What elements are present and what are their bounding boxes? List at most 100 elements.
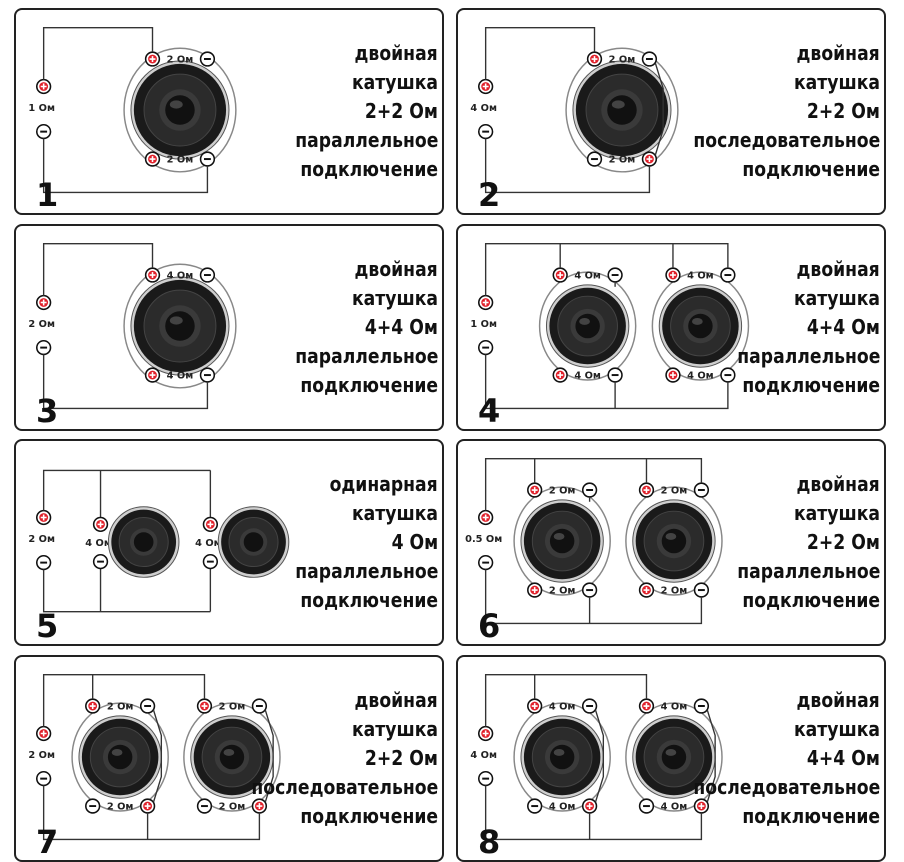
speaker-1-icon	[513, 702, 611, 812]
speaker-2-bottom-minus-terminal-icon	[638, 798, 655, 814]
description-line: катушка	[793, 70, 880, 94]
speaker-2-impedance-label: 4 Ом	[195, 538, 222, 549]
speaker-2-top-plus-terminal-icon	[196, 698, 213, 714]
speaker-1-top-coil-label: 2 Ом	[609, 54, 636, 65]
description-line: последовательное	[693, 775, 880, 799]
speaker-1-icon	[538, 271, 637, 381]
speaker-1-minus-terminal-icon	[92, 553, 109, 570]
speaker-1-bottom-minus-terminal-icon	[199, 151, 216, 167]
wiring-schematic: 0.5 Ом2 Ом2 Ом2 Ом2 Ом	[465, 457, 723, 625]
output-impedance-label: 2 Ом	[28, 319, 55, 330]
description-line: двойная	[796, 688, 880, 712]
speaker-1-impedance-label: 4 Ом	[85, 538, 112, 549]
speaker-1-icon	[513, 486, 611, 596]
output-impedance-label: 1 Ом	[470, 319, 497, 330]
description-line: двойная	[796, 41, 880, 65]
wiring-schematic: 4 Ом4 Ом4 Ом4 Ом4 Ом	[470, 673, 723, 841]
speaker-1-top-coil-label: 4 Ом	[549, 701, 576, 712]
speaker-1-bottom-coil-label: 4 Ом	[549, 801, 576, 812]
output-plus-terminal-icon	[36, 294, 52, 311]
panel-number: 7	[36, 823, 59, 861]
speaker-2-top-minus-terminal-icon	[693, 482, 710, 498]
description-line: подключение	[300, 804, 438, 828]
description-line: двойная	[796, 257, 880, 281]
speaker-2-minus-terminal-icon	[202, 553, 219, 570]
panel-number: 1	[36, 176, 59, 214]
output-minus-terminal-icon	[36, 554, 52, 571]
speaker-1-top-plus-terminal-icon	[527, 482, 543, 498]
description-line: двойная	[354, 688, 438, 712]
speaker-1-bottom-coil-label: 4 Ом	[167, 370, 194, 381]
description-line: подключение	[300, 157, 438, 181]
wiring-schematic: 4 Ом2 Ом2 Ом	[470, 26, 679, 194]
output-impedance-label: 4 Ом	[470, 750, 497, 761]
speaker-2-top-coil-label: 2 Ом	[661, 485, 688, 496]
speaker-1-bottom-coil-label: 2 Ом	[167, 154, 194, 165]
speaker-1-icon	[565, 47, 679, 173]
speaker-1-top-plus-terminal-icon	[527, 698, 543, 714]
output-plus-terminal-icon	[478, 725, 494, 742]
panel-number: 5	[36, 607, 59, 645]
description-line: одинарная	[329, 472, 438, 496]
description-line: параллельное	[294, 559, 438, 583]
output-impedance-label: 2 Ом	[28, 534, 55, 545]
description-line: катушка	[351, 717, 438, 741]
wiring-schematic: 1 Ом2 Ом2 Ом	[28, 26, 237, 194]
speaker-1-icon	[123, 47, 237, 173]
speaker-1-bottom-minus-terminal-icon	[85, 798, 101, 814]
speaker-2-icon	[651, 271, 750, 381]
speaker-2-icon	[625, 486, 723, 596]
output-impedance-label: 4 Ом	[470, 103, 497, 114]
speaker-1-bottom-plus-terminal-icon	[527, 582, 543, 598]
speaker-1-top-minus-terminal-icon	[199, 51, 216, 67]
output-minus-terminal-icon	[478, 339, 494, 356]
wiring-schematic: 2 Ом4 Ом4 Ом	[28, 242, 237, 410]
speaker-2-bottom-coil-label: 2 Ом	[661, 585, 688, 596]
description-line: подключение	[300, 373, 438, 397]
output-plus-terminal-icon	[36, 725, 52, 742]
speaker-1-top-plus-terminal-icon	[586, 51, 603, 67]
output-minus-terminal-icon	[478, 554, 494, 571]
speaker-1-icon	[123, 263, 237, 389]
speaker-1-top-plus-terminal-icon	[552, 267, 568, 283]
speaker-1-bottom-minus-terminal-icon	[527, 798, 543, 814]
description-line: катушка	[351, 501, 438, 525]
speaker-2-top-minus-terminal-icon	[720, 267, 736, 283]
description-line: 2+2 Ом	[364, 746, 438, 770]
output-plus-terminal-icon	[36, 78, 52, 95]
speaker-2-plus-terminal-icon	[202, 516, 219, 533]
speaker-1-bottom-coil-label: 4 Ом	[574, 370, 601, 381]
speaker-1-top-minus-terminal-icon	[139, 698, 156, 714]
description-line: подключение	[742, 588, 880, 612]
speaker-2-top-plus-terminal-icon	[638, 698, 655, 714]
description-line: катушка	[793, 286, 880, 310]
speaker-1-top-coil-label: 2 Ом	[549, 485, 576, 496]
description-line: подключение	[300, 588, 438, 612]
speaker-1-top-plus-terminal-icon	[144, 267, 161, 283]
description-line: 4+4 Ом	[806, 746, 880, 770]
speaker-2-top-coil-label: 4 Ом	[687, 270, 714, 281]
speaker-1-top-minus-terminal-icon	[641, 51, 658, 67]
speaker-2-top-minus-terminal-icon	[693, 698, 710, 714]
speaker-1-top-minus-terminal-icon	[581, 698, 598, 714]
panel-number: 6	[478, 607, 501, 645]
description-line: 4+4 Ом	[364, 315, 438, 339]
description-line: двойная	[354, 257, 438, 281]
speaker-2-icon	[183, 702, 281, 812]
description-line: подключение	[742, 157, 880, 181]
panel-number: 3	[36, 392, 59, 430]
speaker-1-top-minus-terminal-icon	[607, 267, 623, 283]
speaker-2-bottom-coil-label: 2 Ом	[219, 801, 246, 812]
speaker-2-bottom-coil-label: 4 Ом	[687, 370, 714, 381]
output-minus-terminal-icon	[36, 339, 52, 356]
speaker-1-top-coil-label: 2 Ом	[107, 701, 134, 712]
